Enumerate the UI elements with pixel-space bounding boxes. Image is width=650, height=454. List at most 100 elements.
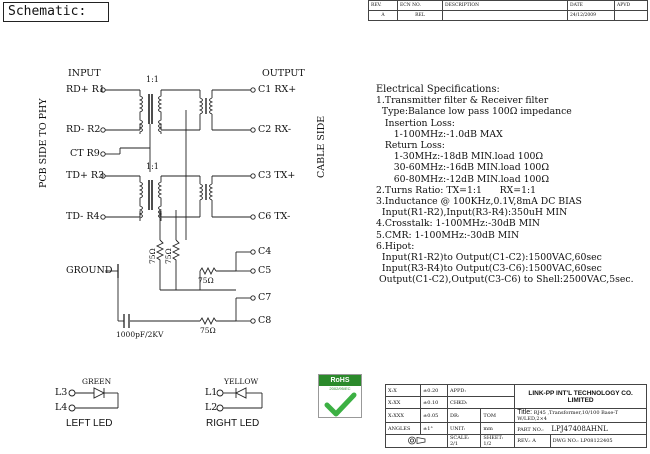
scale-value: 2/1 [450,441,459,447]
spec-line: 6.Hipot: [376,240,415,252]
pin-label-c3: C3 TX+ [258,170,296,181]
unit-label: UNIT: [446,422,482,435]
pcb-side-label: PCB SIDE TO PHY [38,98,49,188]
tx-transformer [105,175,251,221]
spec-line: 30-60MHz:-16dB MIN.load 100Ω [376,162,550,174]
pin-label-ct: CT R9 [70,148,100,159]
pin-label-c7: C7 [258,292,272,303]
rohs-badge: RoHS 2002/95/EC [318,374,362,418]
company-name: LINK-PP INT'L TECHNOLOGY CO. LIMITED [514,384,647,409]
pin-rd-minus [100,127,106,133]
unit-value: mm [480,422,516,435]
tol-x: X:X [385,384,421,397]
pin-c3 [250,173,256,179]
led-right-pin-l1: L1 [205,387,218,398]
dwg-label: DWG NO.: [552,438,579,444]
capacitor-label: 1000pF/2KV [116,330,164,339]
spec-line: Output(C1-C2),Output(C3-C6) to Shell:250… [376,274,634,286]
ground-label: GROUND [66,265,113,276]
sheet-value: 1/2 [483,441,492,447]
part-label: PART NO.: [517,426,544,433]
pin-label-c1: C1 RX+ [258,84,297,95]
pin-c4 [250,249,256,255]
projection-symbol-icon [407,436,425,444]
pin-label-td-plus: TD+ R3 [66,170,105,181]
checkmark-icon [324,392,357,417]
spec-line: Insertion Loss: [376,117,455,129]
revision-row: A REL 24/12/2009 [368,10,648,21]
pin-c2 [250,127,256,133]
rev-label: REV.: [517,438,531,444]
part-number: LPJ47408AHNL [551,424,608,433]
cable-side-label: CABLE SIDE [316,115,327,178]
resistor-label-c8: 75Ω [200,326,216,335]
led-left-pin-l3: L3 [55,387,68,398]
pin-label-rd-minus: RD- R2 [66,124,101,135]
appd-label: APPD: [446,384,516,397]
left-led-caption: LEFT LED [66,418,113,429]
pin-label-td-minus: TD- R4 [66,211,100,222]
pin-c6 [250,214,256,220]
title-value: RJ45 ,Transformer,10/100 Base-T W/LED,2×… [517,410,619,422]
pin-label-c5: C5 [258,265,272,276]
spec-line: Input(R1-R2),Input(R3-R4):350uH MIN [376,207,568,219]
angles-label: ANGLES [385,422,421,435]
spec-line: 5.CMR: 1-100MHz:-30dB MIN [376,229,520,241]
spec-line: 1-30MHz:-18dB MIN.load 100Ω [376,151,544,163]
pin-label-c8: C8 [258,315,272,326]
resistor-label-b: 75Ω [164,248,173,264]
dr-label: DR: [446,408,482,423]
tol-xxx: X:XXX [385,408,421,423]
right-led-caption: RIGHT LED [206,418,260,429]
pin-c7 [250,295,256,301]
spec-line: 60-80MHz:-12dB MIN.load 100Ω [376,173,550,185]
title-block: X:X ±0.20 APPD: LINK-PP INT'L TECHNOLOGY… [385,384,648,448]
pin-c5 [250,268,256,274]
pin-label-c6: C6 TX- [258,211,291,222]
spec-line: 1.Transmitter filter & Receiver filter [376,95,549,107]
revision-table: REV. ECN NO. DESCRIPTION DATE APVD A REL… [368,0,648,21]
pin-ct [100,151,106,157]
revision-header-row: REV. ECN NO. DESCRIPTION DATE APVD [368,0,648,11]
tol-x-val: ±0.20 [420,384,448,397]
spec-line: 4.Crosstalk: 1-100MHz:-30dB MIN [376,218,541,230]
apvd-cell [614,10,648,21]
electrical-specifications: Electrical Specifications: 1.Transmitter… [376,84,634,286]
left-led-symbol [68,387,119,412]
tol-xx-val: ±0.10 [420,396,448,409]
tol-xx: X:XX [385,396,421,409]
rohs-sub: 2002/95/EC [329,386,351,391]
right-led-symbol [216,387,263,412]
rohs-label: RoHS [319,375,361,386]
rx-transformer [105,89,251,240]
spec-line: Input(R1-R2)to Output(C1-C2):1500VAC,60s… [376,252,602,264]
schematic-title: Schematic: [3,2,109,22]
scale-label: SCALE: [450,435,470,441]
dr-value: TOM [480,408,516,423]
specs-heading: Electrical Specifications: [376,84,500,95]
spec-line: 3.Inductance @ 100KHz,0.1V,8mA DC BIAS [376,196,582,208]
spec-line: Return Loss: [376,140,445,152]
spec-line: Input(R3-R4)to Output(C3-C6):1500VAC,60s… [376,263,602,275]
spec-line: 1-100MHz:-1.0dB MAX [376,128,503,140]
title-label: Title: [517,409,533,416]
led-right-color: YELLOW [224,377,259,386]
spec-line: 2.Turns Ratio: TX=1:1 RX=1:1 [376,184,537,196]
pin-c8 [250,318,256,324]
pin-label-c2: C2 RX- [258,124,292,135]
sheet-label: SHEET: [483,435,504,441]
rx-ratio-label: 1:1 [146,75,159,84]
pin-td-minus [100,214,106,220]
dwg-value: LP08122405 [580,438,613,444]
led-right-pin-l2: L2 [205,402,218,413]
pin-c1 [250,87,256,93]
spec-line: Type:Balance low pass 100Ω impedance [376,106,572,118]
rev-value: A [532,438,536,444]
input-label: INPUT [68,68,101,79]
led-left-pin-l4: L4 [55,402,68,413]
angles-value: ±1° [420,422,448,435]
output-label: OUTPUT [262,68,305,79]
tx-ratio-label: 1:1 [146,162,159,171]
resistor-label-a: 75Ω [148,248,157,264]
